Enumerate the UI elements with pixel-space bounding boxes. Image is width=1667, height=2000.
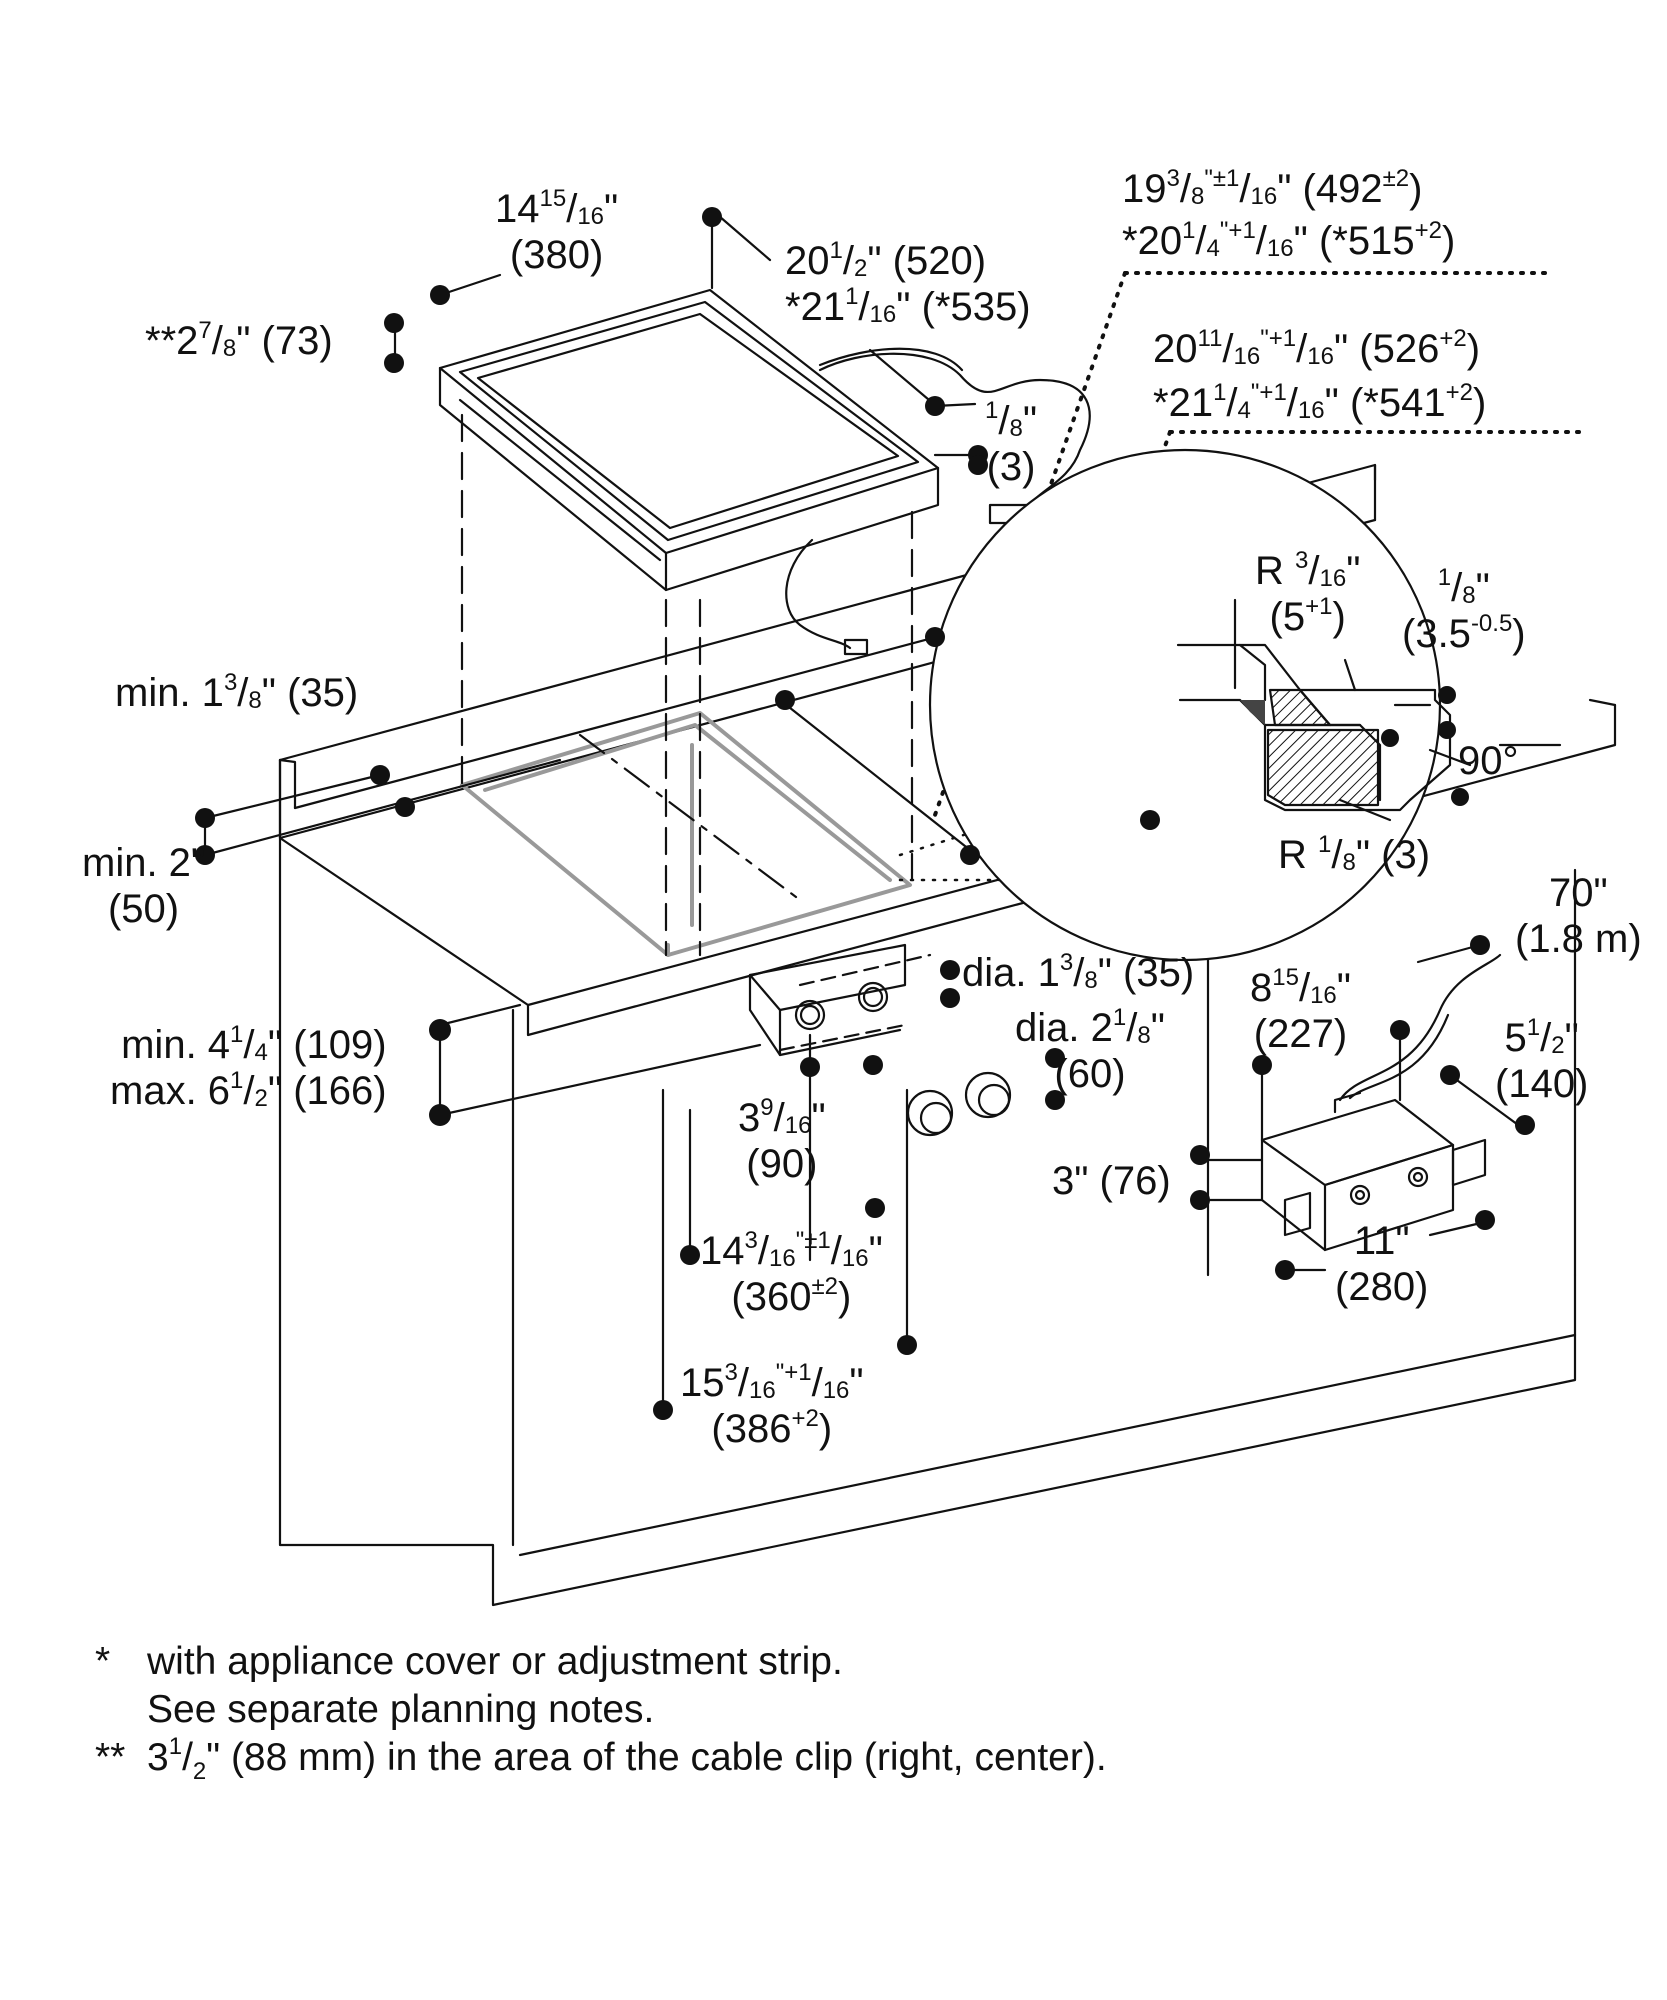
footnote-2-denominator: 2 xyxy=(192,1757,207,1785)
control-bracket xyxy=(748,943,932,1057)
junction-box-height-label: 3" (76) xyxy=(1052,1159,1171,1203)
frame-gap-label: 1/8" (3) xyxy=(985,397,1038,490)
footnote-2-text: " (88 mm) in the area of the cable clip … xyxy=(206,1736,1107,1779)
edge-radius-bottom-label: R 1/8" (3) xyxy=(1278,831,1431,878)
footnote-2-mark: ** xyxy=(95,1736,126,1779)
appliance-width-label: 1415/16" (380) xyxy=(495,185,619,278)
footnote-2: ** 31/2" (88 mm) in the area of the cabl… xyxy=(95,1733,1107,1785)
junction-box-width-label: 11" (280) xyxy=(1335,1219,1429,1309)
appliance-depth-label: 201/2" (520) *211/16" (*535) xyxy=(785,237,1031,330)
cutout-width-label: 143/16"±1/16" (360±2) xyxy=(700,1227,883,1320)
appliance-cooktop xyxy=(438,288,940,592)
edge-detail-magnifier xyxy=(928,448,1562,962)
footnote-1-text-2: See separate planning notes. xyxy=(147,1688,655,1731)
control-knobs xyxy=(906,1071,1012,1137)
edge-radius-top-label: R 3/16" (5+1) xyxy=(1255,547,1361,640)
cutout-depth-label-1: 193/8"±1/16" (492±2) xyxy=(1122,165,1423,212)
cutout-depth-label-4: *211/4"+1/16" (*541+2) xyxy=(1153,379,1487,426)
footnote-2-numerator: 1 xyxy=(168,1733,183,1760)
knob-hole-diameter-label: dia. 13/8" (35) xyxy=(962,949,1195,996)
junction-box xyxy=(1198,943,1527,1272)
footnote-1-text: with appliance cover or adjustment strip… xyxy=(147,1640,843,1683)
cutout-depth-label-3: 2011/16"+1/16" (526+2) xyxy=(1153,325,1481,372)
footnote-1-mark: * xyxy=(95,1640,111,1683)
cabinet xyxy=(278,758,1577,1607)
knob-diameter-label: dia. 21/8" (60) xyxy=(1015,1004,1165,1097)
junction-box-offset-label: 815/16" (227) xyxy=(1250,964,1351,1057)
side-clearance-label: min. 2" (50) xyxy=(82,841,206,931)
countertop-cutout xyxy=(460,711,912,957)
footnotes: * with appliance cover or adjustment str… xyxy=(95,1638,1107,1785)
appliance-cables xyxy=(785,347,1091,656)
front-clearance-label: min. 41/4" (109) max. 61/2" (166) xyxy=(110,1021,387,1114)
junction-box-depth-label: 51/2" (140) xyxy=(1495,1014,1589,1107)
projection-lines xyxy=(460,413,914,957)
cutout-outer-width-label: 153/16"+1/16" (386+2) xyxy=(680,1359,864,1452)
footnote-2-value: 3 xyxy=(147,1736,169,1779)
edge-recess-label: 1/8" (3.5-0.5) xyxy=(1402,564,1526,657)
footnote-1: * with appliance cover or adjustment str… xyxy=(95,1638,1107,1734)
cable-length-label: 70" (1.8 m) xyxy=(1515,871,1642,961)
appliance-height-label: **27/8" (73) xyxy=(145,317,333,364)
dimension-dots xyxy=(195,207,1535,1420)
knob-spacing-label: 39/16" (90) xyxy=(738,1094,826,1187)
rear-clearance-label: min. 13/8" (35) xyxy=(115,669,359,716)
cutout-depth-label-2: *201/4"+1/16" (*515+2) xyxy=(1122,217,1456,264)
edge-angle-label: 90° xyxy=(1458,739,1519,783)
